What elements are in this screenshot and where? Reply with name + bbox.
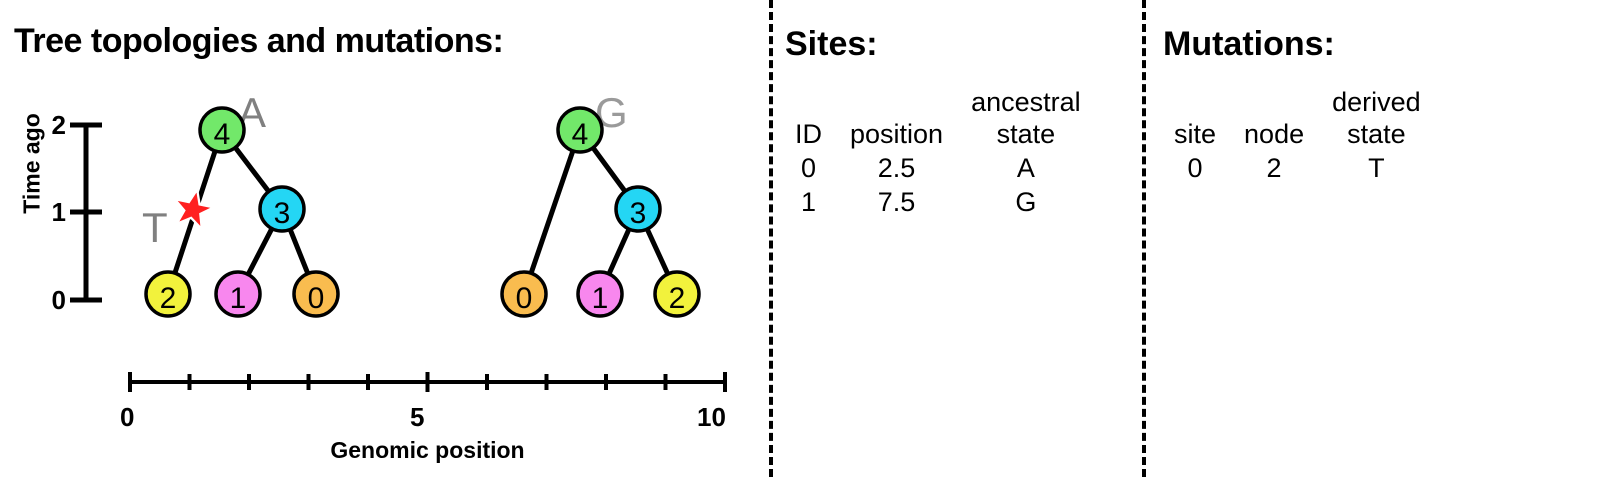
panel-divider-2	[1142, 0, 1146, 477]
sites-col-id: ID	[781, 86, 836, 152]
page-title: Tree topologies and mutations:	[14, 22, 504, 60]
sites-col-position: position	[836, 86, 957, 152]
mutations-col-derived-state-top: derived	[1332, 87, 1421, 117]
node-1-label: 1	[230, 282, 247, 315]
sites-cell-position: 7.5	[877, 186, 916, 217]
tree-topologies-panel: Tree topologies and mutations: Time ago …	[0, 0, 750, 477]
node-2[interactable]: 2	[144, 270, 192, 318]
panel-divider-1	[769, 0, 773, 477]
node-3[interactable]: 3	[614, 185, 662, 233]
mutations-col-node-top	[1244, 87, 1304, 119]
x-axis-label: Genomic position	[330, 437, 525, 463]
x-axis	[128, 372, 727, 392]
mutations-cell-node: 2	[1266, 152, 1282, 183]
mutations-panel-title: Mutations:	[1163, 25, 1335, 63]
sites-table: ID position ancestral state 0 2.5 A 1 7.…	[781, 86, 1095, 219]
mutations-col-site: site	[1160, 86, 1230, 152]
y-tick-label-2: 2	[51, 110, 66, 140]
mutations-col-derived-state-bottom: state	[1347, 118, 1406, 149]
mutations-table: site node derived state 0 2 T	[1160, 86, 1435, 186]
node-1-label: 1	[592, 282, 609, 315]
node-1[interactable]: 1	[214, 270, 262, 318]
mutations-header-row: site node derived state	[1160, 86, 1435, 152]
sites-cell-position: 2.5	[877, 152, 916, 183]
node-4-label: 4	[572, 118, 589, 151]
y-axis	[70, 122, 102, 303]
node-2-label: 2	[160, 282, 177, 315]
x-tick-label-5: 5	[410, 402, 425, 432]
tree-diagram: A T 4 3 2	[70, 89, 727, 392]
node-3-label: 3	[274, 197, 291, 230]
node-1[interactable]: 1	[576, 270, 624, 318]
table-row: 1 7.5 G	[781, 186, 1095, 220]
node-0-label: 0	[516, 282, 533, 315]
sites-panel-title: Sites:	[785, 25, 878, 63]
y-tick-label-0: 0	[51, 285, 66, 315]
star-icon	[171, 186, 218, 233]
node-0[interactable]: 0	[500, 270, 548, 318]
edge-4-0	[521, 127, 583, 297]
mutations-col-derived-state: derived state	[1318, 86, 1435, 152]
sites-col-ancestral-state-top: ancestral	[971, 87, 1081, 117]
mutations-col-site-bottom: site	[1174, 118, 1217, 149]
node-3-label: 3	[630, 197, 647, 230]
tree-left: A T 4 3 2	[142, 89, 340, 318]
node-4[interactable]: 4	[556, 106, 604, 154]
sites-col-id-top	[795, 87, 822, 119]
x-tick-label-10: 10	[697, 402, 726, 432]
y-tick-label-1: 1	[51, 197, 66, 227]
node-4-label: 4	[214, 118, 231, 151]
sites-col-ancestral-state-bottom: state	[996, 118, 1056, 149]
sites-cell-id: 1	[800, 186, 817, 217]
mutation-star-left	[171, 186, 218, 233]
tree-right-nodes: 4 3 0 1 2	[500, 106, 701, 318]
mutations-cell-derived-state: T	[1368, 152, 1385, 183]
sites-cell-ancestral-state: G	[1015, 186, 1037, 217]
node-2[interactable]: 2	[653, 270, 701, 318]
sites-col-position-top	[850, 87, 943, 119]
node-2-label: 2	[669, 282, 686, 315]
sites-col-position-bottom: position	[850, 118, 944, 149]
sites-cell-id: 0	[800, 152, 817, 183]
table-row: 0 2.5 A	[781, 152, 1095, 186]
sites-header-row: ID position ancestral state	[781, 86, 1095, 152]
table-row: 0 2 T	[1160, 152, 1435, 186]
node-3[interactable]: 3	[258, 185, 306, 233]
tree-left-mutation-label: T	[142, 204, 168, 251]
sites-cell-ancestral-state: A	[1016, 152, 1035, 183]
mutations-col-node-bottom: node	[1244, 118, 1305, 149]
node-0-label: 0	[308, 282, 325, 315]
node-4[interactable]: 4	[198, 106, 246, 154]
sites-col-id-bottom: ID	[795, 118, 822, 149]
mutations-col-node: node	[1230, 86, 1318, 152]
tree-left-nodes: 4 3 2 1 0	[144, 106, 340, 318]
sites-col-ancestral-state: ancestral state	[957, 86, 1095, 152]
x-tick-label-0: 0	[120, 402, 135, 432]
tree-right: G 4 3 0 1	[500, 89, 701, 318]
mutations-cell-site: 0	[1187, 152, 1203, 183]
mutations-col-site-top	[1174, 87, 1216, 119]
node-0[interactable]: 0	[292, 270, 340, 318]
